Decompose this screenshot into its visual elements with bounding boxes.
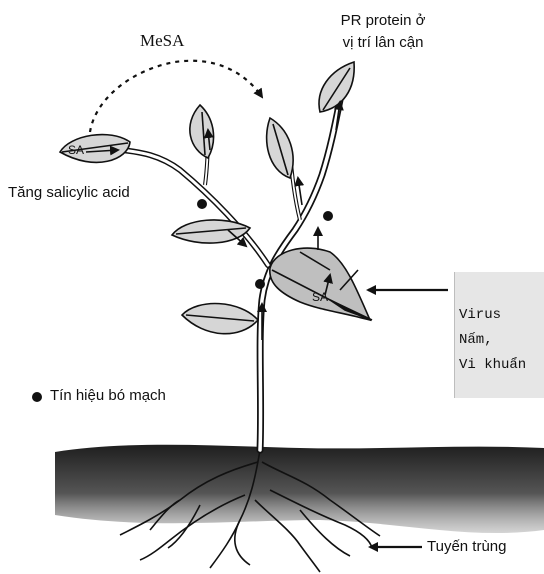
pathogen-bacteria: Vi khuẩn bbox=[459, 356, 526, 374]
mesa-label: MeSA bbox=[140, 32, 184, 50]
pr-protein-label-line2: vị trí lân cận bbox=[318, 34, 448, 52]
left-branch bbox=[122, 150, 268, 265]
sa-label-right: SA bbox=[312, 288, 328, 306]
pathogen-fungi: Nấm, bbox=[459, 331, 493, 349]
pathogen-virus: Virus bbox=[459, 306, 501, 324]
signal-dot bbox=[255, 279, 265, 289]
legend-dot-icon bbox=[32, 392, 42, 402]
leaf-infected bbox=[270, 248, 370, 320]
mesa-arrow bbox=[90, 61, 262, 132]
soil bbox=[55, 445, 544, 533]
nematode-label: Tuyến trùng bbox=[427, 538, 507, 556]
signal-dot bbox=[197, 199, 207, 209]
pr-protein-label-line1: PR protein ở bbox=[318, 12, 448, 30]
increase-sa-label: Tăng salicylic acid bbox=[8, 184, 130, 202]
vascular-signal-label: Tín hiệu bó mạch bbox=[50, 387, 166, 405]
sa-label-left: SA bbox=[68, 141, 84, 159]
signal-dot bbox=[323, 211, 333, 221]
